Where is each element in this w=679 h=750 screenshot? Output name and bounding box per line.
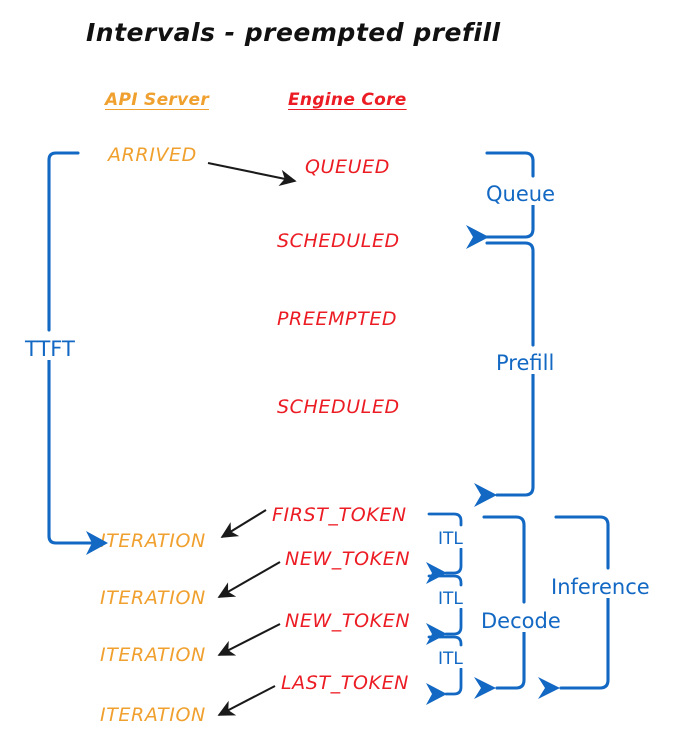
- decode-arrowhead: [474, 677, 496, 699]
- itl-1-arrowhead: [426, 562, 447, 584]
- arrow-new-token-1-to-iteration: [217, 561, 281, 598]
- interval-label-itl-2: ITL: [436, 589, 465, 609]
- interval-label-decode: Decode: [478, 611, 564, 632]
- engine-event-last-token: LAST_TOKEN: [281, 672, 409, 694]
- interval-label-inference: Inference: [548, 577, 653, 598]
- arrow-last-token-to-iteration: [217, 685, 276, 716]
- interval-label-ttft: TTFT: [22, 339, 78, 360]
- queue-arrowhead: [466, 225, 489, 249]
- prefill-arrowhead: [474, 483, 497, 507]
- engine-event-scheduled-2: SCHEDULED: [277, 396, 400, 418]
- engine-event-new-token-2: NEW_TOKEN: [285, 610, 411, 632]
- engine-event-new-token-1: NEW_TOKEN: [285, 548, 411, 570]
- engine-event-preempted: PREEMPTED: [277, 308, 398, 330]
- api-event-iteration-1: ITERATION: [100, 530, 206, 552]
- itl-2-arrowhead: [426, 623, 447, 645]
- column-header-api-server: API Server: [105, 90, 210, 110]
- interval-label-itl-3: ITL: [436, 649, 465, 669]
- api-event-iteration-3: ITERATION: [100, 644, 206, 666]
- column-header-engine-core: Engine Core: [288, 90, 407, 110]
- engine-event-scheduled-1: SCHEDULED: [277, 230, 400, 252]
- interval-label-itl-1: ITL: [436, 529, 465, 549]
- arrow-new-token-2-to-iteration: [217, 623, 281, 656]
- interval-label-prefill: Prefill: [493, 353, 558, 374]
- engine-event-first-token: FIRST_TOKEN: [272, 504, 407, 526]
- arrow-first-token-to-iteration: [220, 509, 267, 538]
- itl-3-arrowhead: [426, 683, 447, 705]
- arrow-arrived-to-queued: [207, 161, 297, 186]
- page-title: Intervals - preempted prefill: [86, 18, 501, 47]
- interval-label-queue: Queue: [483, 184, 558, 205]
- interval-bracket-inference: [554, 515, 610, 690]
- api-event-arrived: ARRIVED: [108, 144, 197, 166]
- inference-arrowhead: [538, 677, 560, 699]
- api-event-iteration-4: ITERATION: [100, 704, 206, 726]
- api-event-iteration-2: ITERATION: [100, 587, 206, 609]
- engine-event-queued: QUEUED: [305, 156, 391, 178]
- interval-bracket-decode: [482, 515, 526, 690]
